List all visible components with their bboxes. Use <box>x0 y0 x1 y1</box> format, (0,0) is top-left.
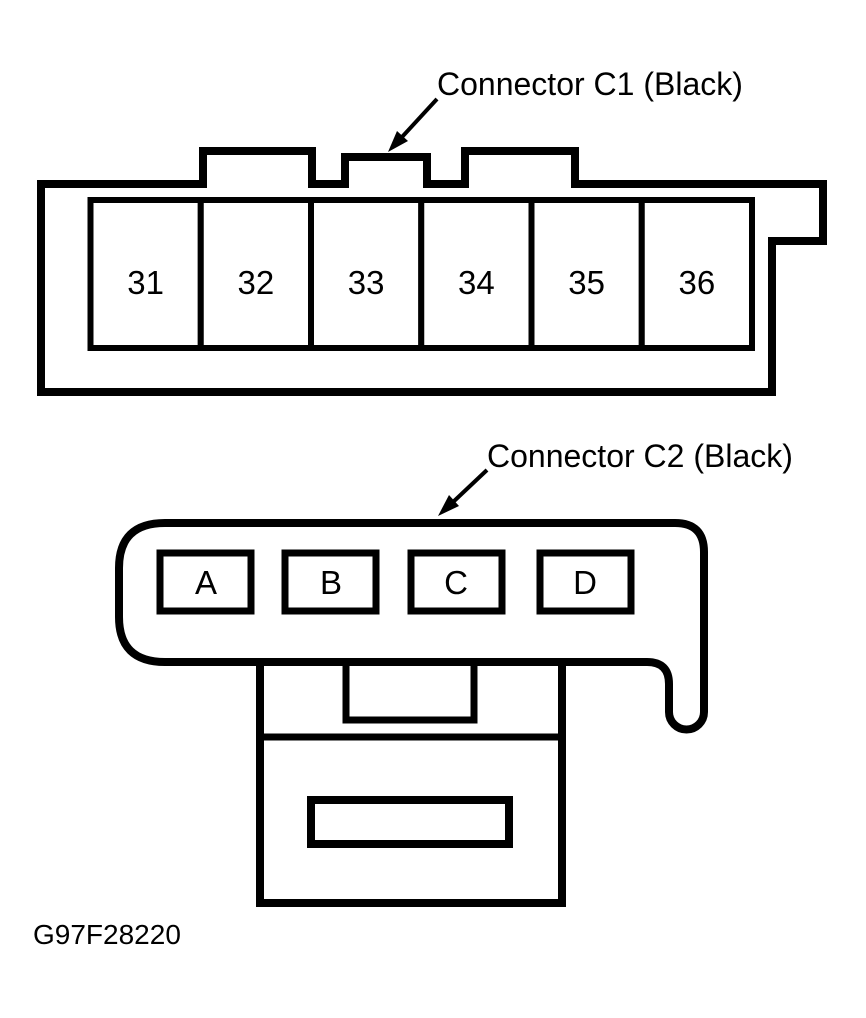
c1-pin-34-box <box>418 197 535 351</box>
c2-arrowhead-icon <box>438 495 459 516</box>
c2-lower-block-outline <box>256 658 566 907</box>
c1-leader-arrow-icon <box>388 97 439 152</box>
c2-pin-c-box <box>407 549 506 615</box>
c1-pin-row: 31 32 33 34 35 36 <box>87 197 755 351</box>
c2-pin-a-label: A <box>195 564 217 601</box>
c2-pin-row: A B C D <box>156 549 635 615</box>
c1-pin-33-label: 33 <box>348 264 385 301</box>
c2-pin-b-label: B <box>320 564 342 601</box>
c2-leader-arrow-icon <box>438 468 489 516</box>
c2-keying-notch <box>342 662 478 724</box>
c1-pin-34-label: 34 <box>458 264 495 301</box>
c2-label: Connector C2 (Black) <box>487 438 793 474</box>
c1-pin-36-label: 36 <box>679 264 716 301</box>
c1-pin-31-label: 31 <box>127 264 164 301</box>
c2-pin-d-label: D <box>573 564 597 601</box>
c1-pin-32-label: 32 <box>238 264 275 301</box>
c2-leader-line <box>450 468 489 505</box>
connector-c2: Connector C2 (Black) A <box>115 438 793 907</box>
c2-pin-c-label: C <box>444 564 468 601</box>
c1-pin-35-label: 35 <box>568 264 605 301</box>
c1-arrowhead-icon <box>388 131 408 152</box>
c1-leader-line <box>400 97 439 139</box>
c2-pin-d-box <box>536 549 635 615</box>
connector-c1: Connector C1 (Black) 31 32 33 34 35 <box>37 66 827 396</box>
c2-pin-a-box <box>156 549 255 615</box>
c1-label: Connector C1 (Black) <box>437 66 743 102</box>
figure-id: G97F28220 <box>33 919 181 950</box>
c1-pin-33-box <box>308 197 425 351</box>
c1-pin-31-box <box>87 197 204 351</box>
c2-pin-b-box <box>281 549 380 615</box>
c1-pin-36-box <box>638 197 755 351</box>
c2-latch-slot <box>307 796 513 848</box>
